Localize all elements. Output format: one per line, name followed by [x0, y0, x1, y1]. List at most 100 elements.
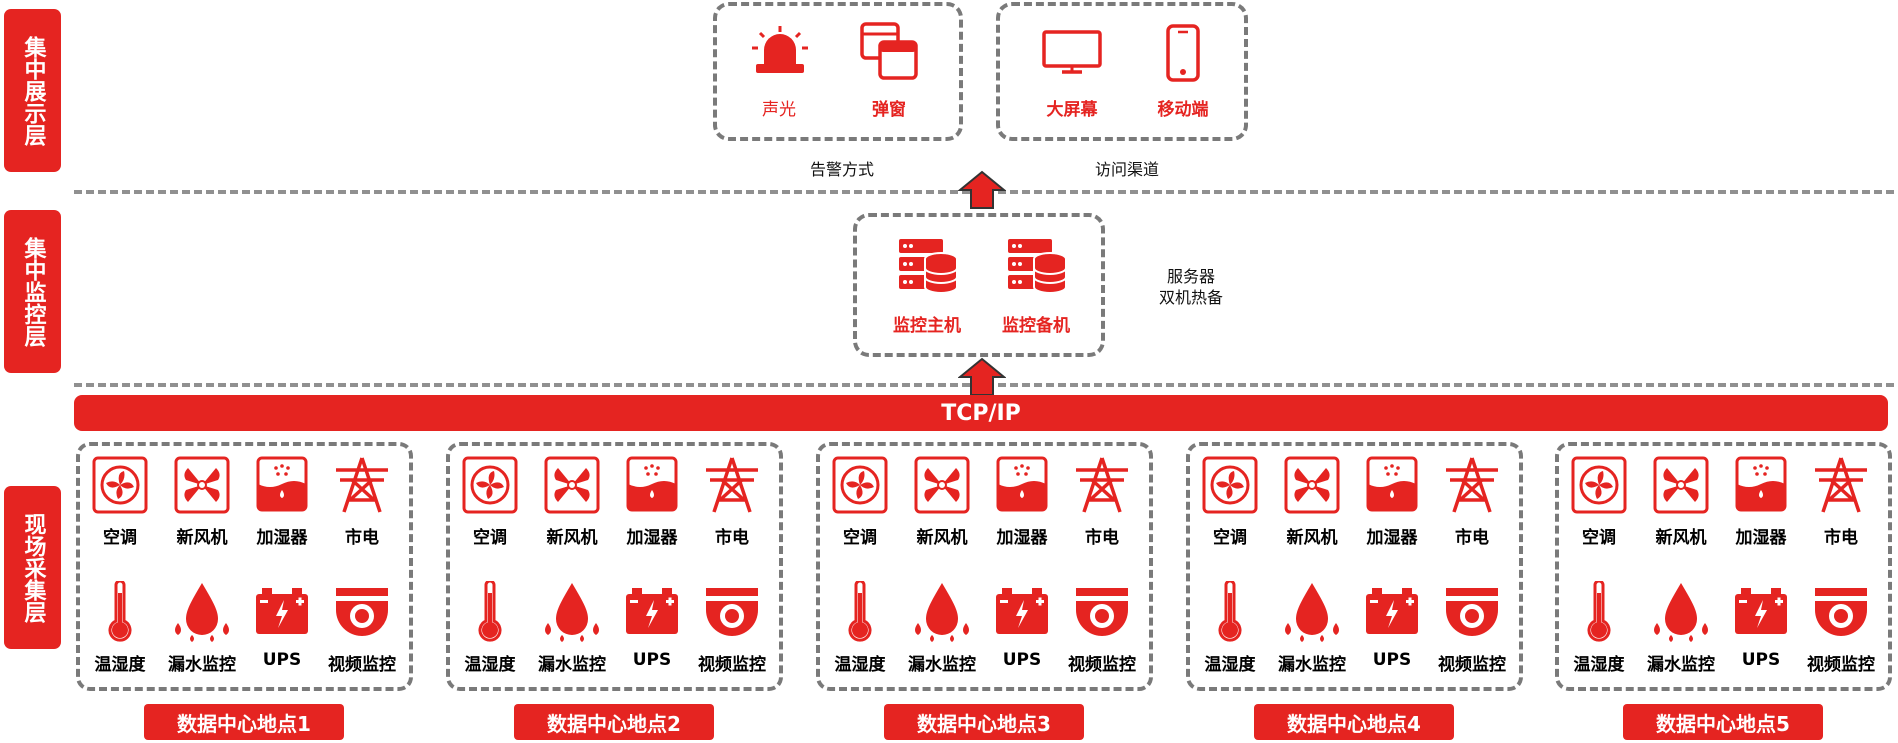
air-conditioner-icon: [92, 456, 148, 514]
camera-icon: [1076, 588, 1128, 636]
site-item-label: 漏水监控: [1278, 655, 1346, 675]
alert-item-label: 弹窗: [872, 100, 906, 120]
layer-display-tab: 集中展示层: [4, 9, 61, 172]
battery-icon: [1366, 588, 1418, 634]
site-item-label: UPS: [1741, 650, 1781, 670]
site-box-4: 空调 新风机 加湿器 市电 温湿度 漏水监控 UPS: [1186, 442, 1523, 691]
site-item-label: 新风机: [176, 528, 228, 548]
fresh-air-fan-icon: [1284, 456, 1340, 514]
thermometer-icon: [1218, 581, 1242, 642]
battery-icon: [1735, 588, 1787, 634]
siren-icon: [752, 26, 808, 73]
thermometer-icon: [108, 581, 132, 642]
site-item-label: 温湿度: [464, 655, 516, 675]
humidifier-icon: [1735, 456, 1787, 512]
site-item-label: 新风机: [546, 528, 598, 548]
water-leak-icon: [175, 583, 229, 642]
site-box-3: 空调 新风机 加湿器 市电 温湿度 漏水监控 UPS: [816, 442, 1153, 691]
battery-icon: [996, 588, 1048, 634]
camera-icon: [336, 588, 388, 636]
server-box: [853, 213, 1105, 357]
up-arrow-icon: [958, 170, 1006, 209]
access-item-label: 移动端: [1157, 100, 1209, 120]
site-item-label: 视频监控: [1807, 655, 1875, 675]
humidifier-icon: [626, 456, 678, 512]
site-item-label: 加湿器: [256, 528, 308, 548]
power-tower-icon: [706, 457, 758, 513]
site-item-label: 新风机: [916, 528, 968, 548]
site-item-label: 空调: [473, 528, 507, 548]
site-item-label: 加湿器: [1735, 528, 1787, 548]
site-box-1: 空调 新风机 加湿器 市电 温湿度 漏水监控 UPS: [76, 442, 413, 691]
power-tower-icon: [1076, 457, 1128, 513]
server-database-icon: [1008, 239, 1067, 294]
site-item-label: 漏水监控: [908, 655, 976, 675]
site-item-label: 市电: [1824, 528, 1858, 548]
alert-caption: 告警方式: [809, 160, 875, 179]
air-conditioner-icon: [1571, 456, 1627, 514]
monitor-host-label: 监控主机: [893, 316, 961, 336]
mobile-phone-icon: [1166, 24, 1200, 82]
alert-item-label: 声光: [762, 100, 796, 120]
access-channels-box: [996, 2, 1248, 141]
alert-methods-box: [713, 2, 963, 141]
site-item-label: UPS: [1372, 650, 1412, 670]
site-label-1: 数据中心地点1: [144, 704, 344, 740]
humidifier-icon: [996, 456, 1048, 512]
site-item-label: UPS: [262, 650, 302, 670]
water-leak-icon: [1285, 583, 1339, 642]
site-item-label: 空调: [1213, 528, 1247, 548]
layer-field-tab: 现场采集层: [4, 486, 61, 649]
site-item-label: 新风机: [1286, 528, 1338, 548]
site-item-label: 温湿度: [834, 655, 886, 675]
site-item-label: UPS: [632, 650, 672, 670]
tcpip-bar: TCP/IP: [74, 395, 1888, 431]
popup-window-icon: [860, 22, 918, 80]
camera-icon: [1446, 588, 1498, 636]
fresh-air-fan-icon: [174, 456, 230, 514]
site-item-label: 漏水监控: [1647, 655, 1715, 675]
site-item-label: 空调: [103, 528, 137, 548]
site-box-5: 空调 新风机 加湿器 市电 温湿度 漏水监控 UPS: [1555, 442, 1892, 691]
power-tower-icon: [336, 457, 388, 513]
site-item-label: 市电: [715, 528, 749, 548]
site-item-label: 漏水监控: [538, 655, 606, 675]
site-item-label: 温湿度: [1204, 655, 1256, 675]
site-item-label: 加湿器: [1366, 528, 1418, 548]
humidifier-icon: [1366, 456, 1418, 512]
water-leak-icon: [1654, 583, 1708, 642]
up-arrow-icon: [958, 357, 1006, 396]
air-conditioner-icon: [462, 456, 518, 514]
site-item-label: 加湿器: [996, 528, 1048, 548]
camera-icon: [706, 588, 758, 636]
camera-icon: [1815, 588, 1867, 636]
site-item-label: UPS: [1002, 650, 1042, 670]
site-item-label: 空调: [843, 528, 877, 548]
server-caption-line2: 双机热备: [1158, 288, 1224, 307]
site-item-label: 加湿器: [626, 528, 678, 548]
water-leak-icon: [915, 583, 969, 642]
power-tower-icon: [1446, 457, 1498, 513]
monitor-backup-label: 监控备机: [1002, 316, 1070, 336]
server-database-icon: [899, 239, 958, 294]
battery-icon: [256, 588, 308, 634]
water-leak-icon: [545, 583, 599, 642]
site-item-label: 视频监控: [1068, 655, 1136, 675]
air-conditioner-icon: [1202, 456, 1258, 514]
site-item-label: 市电: [1455, 528, 1489, 548]
layer-monitor-tab: 集中监控层: [4, 210, 61, 373]
power-tower-icon: [1815, 457, 1867, 513]
thermometer-icon: [478, 581, 502, 642]
site-label-4: 数据中心地点4: [1254, 704, 1454, 740]
site-item-label: 市电: [1085, 528, 1119, 548]
big-screen-icon: [1042, 30, 1102, 74]
humidifier-icon: [256, 456, 308, 512]
battery-icon: [626, 588, 678, 634]
site-item-label: 温湿度: [1573, 655, 1625, 675]
access-caption: 访问渠道: [1094, 160, 1160, 179]
air-conditioner-icon: [832, 456, 888, 514]
site-label-5: 数据中心地点5: [1623, 704, 1823, 740]
thermometer-icon: [848, 581, 872, 642]
site-item-label: 空调: [1582, 528, 1616, 548]
site-item-label: 视频监控: [1438, 655, 1506, 675]
